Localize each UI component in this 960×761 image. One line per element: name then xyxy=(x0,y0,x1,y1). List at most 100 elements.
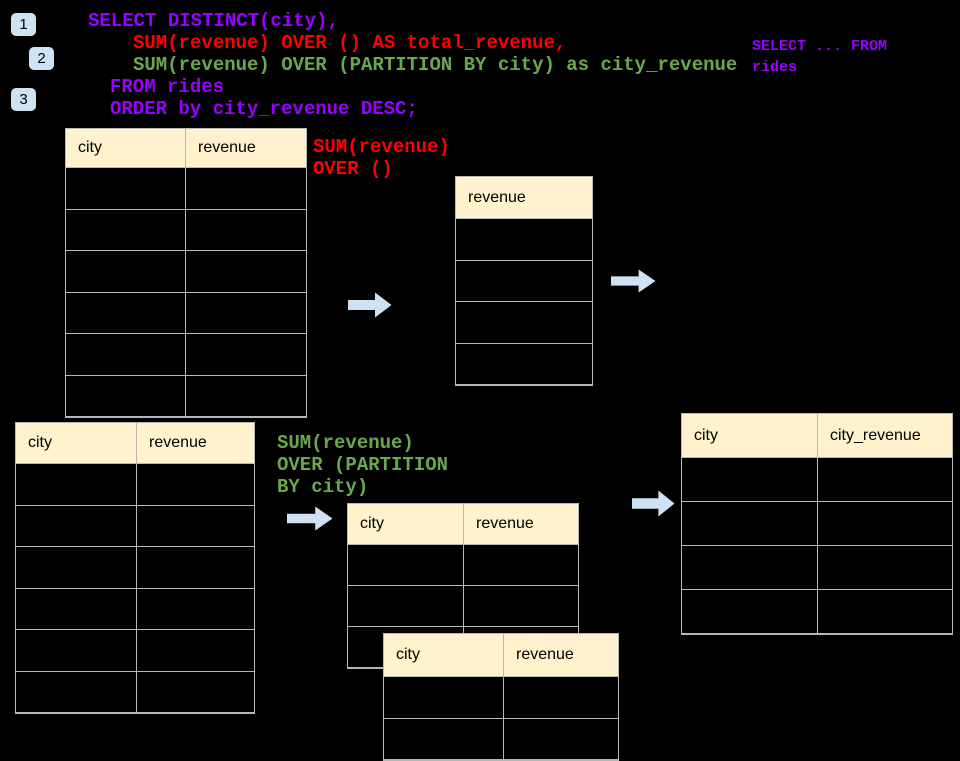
table-cell xyxy=(818,502,952,546)
table-cell xyxy=(137,589,254,630)
table-row xyxy=(16,547,254,589)
sql-code-block: SELECT DISTINCT(city),SUM(revenue) OVER … xyxy=(88,10,737,120)
sql-code-line: ORDER by city_revenue DESC; xyxy=(110,98,418,120)
table-cell xyxy=(464,545,578,586)
table-cell xyxy=(682,590,818,634)
total-revenue-table: revenue xyxy=(455,176,593,386)
table-cell xyxy=(137,630,254,672)
table-row xyxy=(66,375,306,417)
annotation-line: SUM(revenue) xyxy=(277,432,414,454)
arrow-right-icon xyxy=(632,490,675,517)
table-row xyxy=(66,251,306,293)
table-cell xyxy=(186,334,306,376)
table-row xyxy=(16,671,254,713)
over-all-annotation: SUM(revenue)OVER () xyxy=(313,136,450,180)
column-header-cell: city xyxy=(348,504,464,545)
table-cell xyxy=(186,293,306,334)
table-cell xyxy=(682,458,818,502)
table-cell xyxy=(456,344,592,385)
table-cell xyxy=(137,506,254,547)
sql-code-line: SUM(revenue) OVER () AS total_revenue, xyxy=(133,32,567,54)
annotation-line: OVER () xyxy=(313,158,393,180)
table-row xyxy=(682,546,952,590)
table-cell xyxy=(16,505,137,547)
table-row xyxy=(348,545,578,586)
table-cell xyxy=(16,547,137,589)
table-cell xyxy=(682,546,818,590)
column-header-cell: revenue xyxy=(137,423,254,464)
table-cell xyxy=(137,464,254,506)
table-cell xyxy=(682,502,818,546)
table-row xyxy=(66,292,306,334)
arrow-right-icon xyxy=(348,292,392,318)
table-cell xyxy=(186,251,306,293)
table-row xyxy=(16,588,254,630)
table-cell xyxy=(504,677,618,719)
table-cell xyxy=(456,219,592,261)
table-row xyxy=(682,502,952,546)
annotation-line: rides xyxy=(752,59,798,76)
table-cell xyxy=(348,545,464,586)
table-cell xyxy=(348,586,464,627)
step-badge-3: 3 xyxy=(11,88,36,111)
table-cell xyxy=(66,334,186,376)
column-header-cell: city xyxy=(16,423,137,464)
step-badge-2: 2 xyxy=(29,47,54,70)
table-row xyxy=(16,464,254,506)
annotation-line: SUM(revenue) xyxy=(313,136,450,158)
arrow-right-icon xyxy=(611,269,656,293)
table-row xyxy=(456,344,592,385)
table-cell xyxy=(456,261,592,302)
slide-canvas: 1 2 3 SELECT DISTINCT(city),SUM(revenue)… xyxy=(11,10,953,761)
table-cell xyxy=(66,251,186,293)
arrow-right-icon xyxy=(287,506,333,531)
step-badge-1: 1 xyxy=(11,13,36,36)
table-cell xyxy=(818,458,952,502)
table-row xyxy=(66,334,306,376)
table-cell xyxy=(384,718,504,760)
table-cell xyxy=(818,590,952,634)
table-cell xyxy=(186,168,306,210)
table-header-row: revenue xyxy=(456,177,592,219)
table-cell xyxy=(504,719,618,760)
table-row xyxy=(66,168,306,210)
table-cell xyxy=(16,588,137,630)
table-cell xyxy=(186,376,306,417)
table-row xyxy=(16,630,254,672)
column-header-cell: city xyxy=(384,634,504,677)
annotation-line: SELECT ... FROM xyxy=(752,38,888,55)
table-row xyxy=(682,458,952,502)
table-row xyxy=(456,302,592,344)
column-header-cell: city_revenue xyxy=(818,414,952,458)
annotation-line: BY city) xyxy=(277,476,369,498)
table-cell xyxy=(16,464,137,506)
column-header-cell: revenue xyxy=(186,129,306,168)
table-cell xyxy=(66,209,186,251)
sql-code-line: FROM rides xyxy=(110,76,225,98)
sql-code-line: SELECT DISTINCT(city), xyxy=(88,10,339,32)
table-cell xyxy=(384,677,504,719)
table-cell xyxy=(137,672,254,713)
table-row xyxy=(348,586,578,627)
table-cell xyxy=(66,168,186,210)
table-row xyxy=(16,505,254,547)
column-header-cell: revenue xyxy=(504,634,618,677)
table-row xyxy=(682,590,952,634)
table-cell xyxy=(137,547,254,589)
table-row xyxy=(456,219,592,261)
column-header-cell: revenue xyxy=(456,177,592,219)
table-cell xyxy=(456,302,592,344)
table-cell xyxy=(16,671,137,713)
table-row xyxy=(456,261,592,302)
table-cell xyxy=(66,292,186,334)
side-note-label: SELECT ... FROM rides xyxy=(752,36,887,78)
table-cell xyxy=(66,375,186,417)
